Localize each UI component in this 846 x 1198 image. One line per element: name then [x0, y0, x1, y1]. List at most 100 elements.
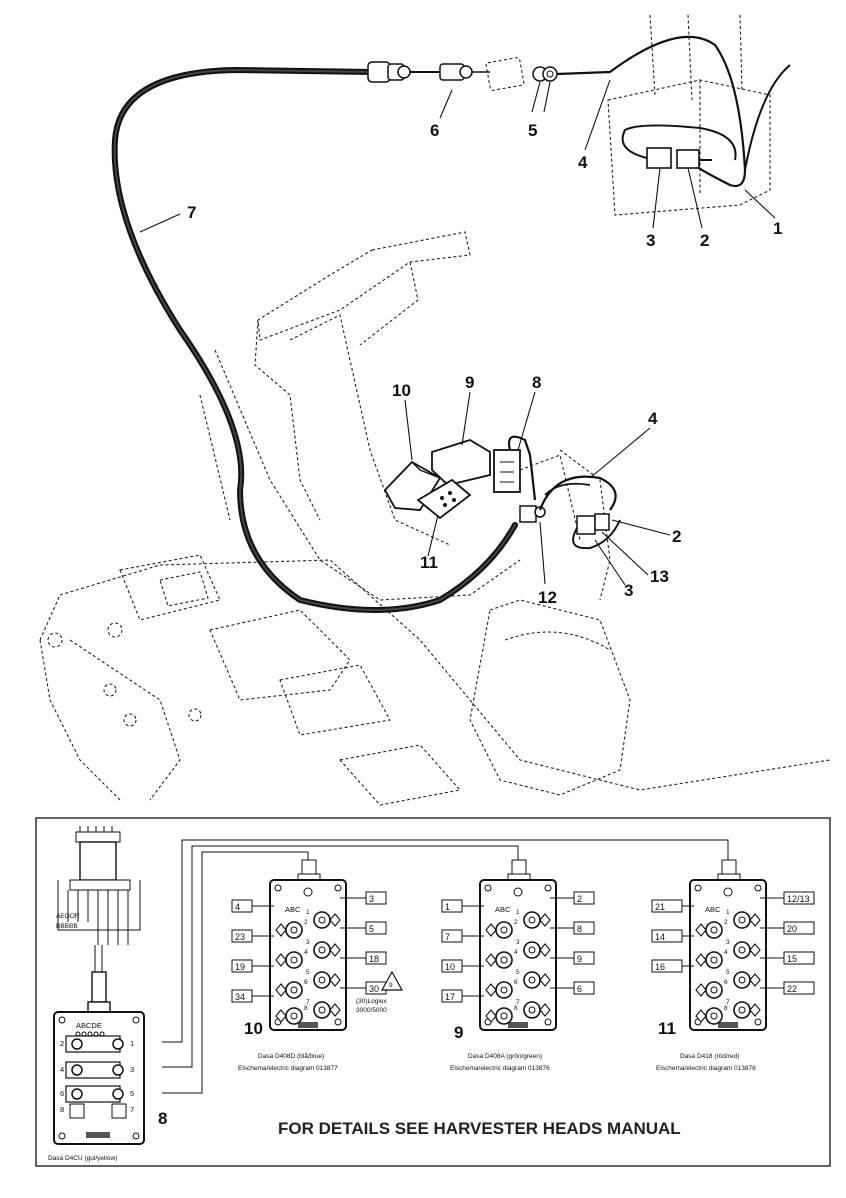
panel-number-11: 11	[658, 1019, 676, 1038]
callout-3-top: 3	[646, 231, 655, 250]
pin-number: 6	[724, 979, 728, 986]
pin-number: 4	[724, 949, 728, 956]
callout-11: 11	[420, 553, 438, 572]
pin-number: 1	[516, 909, 520, 916]
pin-number: 3	[516, 939, 520, 946]
connector-pins: 2143658742319343518302143658717101728962…	[231, 891, 815, 1025]
pin-number: 6	[304, 979, 308, 986]
pin-number: 2	[304, 919, 308, 926]
connector-box-8: ABCDE 2 4 6 8 1 3 5 7 8 Dasa D4CU (gul/y…	[48, 1011, 167, 1162]
ref-box-label: 14	[655, 932, 665, 942]
pin-number: 7	[516, 999, 520, 1006]
panel-11-notes: 11 Dasa D418 (röd/red) Elschema/electric…	[656, 1019, 756, 1072]
callout-4-top: 4	[578, 153, 588, 172]
panel-number-9: 9	[454, 1023, 463, 1042]
callout-5: 5	[528, 121, 537, 140]
caption-8: Dasa D4CU (gul/yellow)	[48, 1155, 117, 1162]
top-connectors	[367, 35, 791, 188]
svg-text:6: 6	[60, 1089, 64, 1098]
pin-number: 4	[304, 949, 308, 956]
pin-number: 7	[306, 999, 310, 1006]
callout-3-mid: 3	[624, 581, 633, 600]
callout-9: 9	[465, 373, 474, 392]
pin-number: 3	[306, 939, 310, 946]
ref-box-label: 2	[577, 894, 582, 904]
caption-10-b: Elschema/electric diagram 013877	[238, 1065, 338, 1072]
svg-text:1: 1	[130, 1039, 134, 1048]
ref-box-label: 1	[445, 902, 450, 912]
svg-text:ABC: ABC	[705, 905, 721, 914]
callout-12: 12	[538, 588, 557, 607]
pin-number: 3	[726, 939, 730, 946]
ref-box-label: 9	[577, 954, 582, 964]
pin-number: 4	[514, 949, 518, 956]
svg-text:5: 5	[130, 1089, 134, 1098]
pin-header-8: ABCDE	[76, 1021, 102, 1030]
panel-number-8: 8	[158, 1109, 167, 1128]
caption-9-a: Dasa D408A (grön/green)	[468, 1053, 542, 1060]
callout-8: 8	[532, 373, 541, 392]
schematic-wires	[162, 839, 729, 1094]
pin-number: 7	[726, 999, 730, 1006]
panel-number-10: 10	[244, 1019, 263, 1038]
callout-13: 13	[650, 567, 669, 586]
svg-text:BBBBB: BBBBB	[56, 923, 78, 930]
ref-box-label: 20	[787, 924, 797, 934]
pin-number: 6	[514, 979, 518, 986]
ref-box-label: 16	[655, 962, 665, 972]
pin-number: 5	[516, 969, 520, 976]
ref-box-label: 12/13	[787, 894, 810, 904]
callout-10: 10	[392, 381, 411, 400]
svg-text:ABC: ABC	[495, 905, 511, 914]
ref-box-label: 30	[369, 984, 379, 994]
callout-2-top: 2	[700, 231, 709, 250]
callout-2-mid: 2	[672, 527, 681, 546]
pin-number: 2	[514, 919, 518, 926]
ref-box-label: 7	[445, 932, 450, 942]
caption-11-b: Elschema/electric diagram 013878	[656, 1065, 756, 1072]
svg-text:(30)Logiex: (30)Logiex	[356, 998, 387, 1005]
junction-boxes	[383, 435, 621, 550]
ref-box-label: 22	[787, 984, 797, 994]
svg-text:8: 8	[60, 1105, 64, 1114]
panel-9-notes: 9 Dasa D408A (grön/green) Elschema/elect…	[450, 1023, 550, 1072]
ref-box-label: 17	[445, 992, 455, 1002]
svg-text:ABC: ABC	[285, 905, 301, 914]
callout-6: 6	[430, 121, 439, 140]
ref-box-label: 21	[655, 902, 665, 912]
pin-number: 5	[306, 969, 310, 976]
svg-text:2: 2	[60, 1039, 64, 1048]
pin-number: 8	[724, 1005, 728, 1012]
pin-number: 1	[306, 909, 310, 916]
caption-11-a: Dasa D418 (röd/red)	[680, 1053, 739, 1060]
ref-box-label: 23	[235, 932, 245, 942]
svg-text:AEOOR: AEOOR	[56, 913, 80, 920]
ref-box-label: 5	[369, 924, 374, 934]
svg-text:3: 3	[130, 1065, 134, 1074]
pin-number: 5	[726, 969, 730, 976]
caption-9-b: Elschema/electric diagram 013876	[450, 1065, 550, 1072]
ref-box-label: 19	[235, 962, 245, 972]
ref-box-label: 34	[235, 992, 245, 1002]
pin-number: 2	[724, 919, 728, 926]
callout-7: 7	[187, 203, 196, 222]
svg-text:7: 7	[130, 1105, 134, 1114]
svg-text:4: 4	[60, 1065, 64, 1074]
warning-number: 9	[389, 982, 393, 989]
footer-note: FOR DETAILS SEE HARVESTER HEADS MANUAL	[278, 1119, 681, 1138]
ref-box-label: 8	[577, 924, 582, 934]
machine-outline	[39, 14, 831, 806]
harness-8: AEOOR BBBBB	[56, 826, 141, 1013]
svg-text:3000/5000: 3000/5000	[356, 1007, 387, 1014]
callout-4-mid: 4	[648, 409, 658, 428]
pin-number: 8	[514, 1005, 518, 1012]
ref-box-label: 4	[235, 902, 240, 912]
cable-7	[111, 66, 518, 613]
ref-box-label: 3	[369, 894, 374, 904]
callouts: 6 5 4 1 2 3 7 10 9 8 4 2 13 3 12 11	[187, 121, 782, 607]
leader-lines	[139, 79, 776, 586]
ref-box-label: 6	[577, 984, 582, 994]
pin-number: 1	[726, 909, 730, 916]
ref-box-label: 10	[445, 962, 455, 972]
